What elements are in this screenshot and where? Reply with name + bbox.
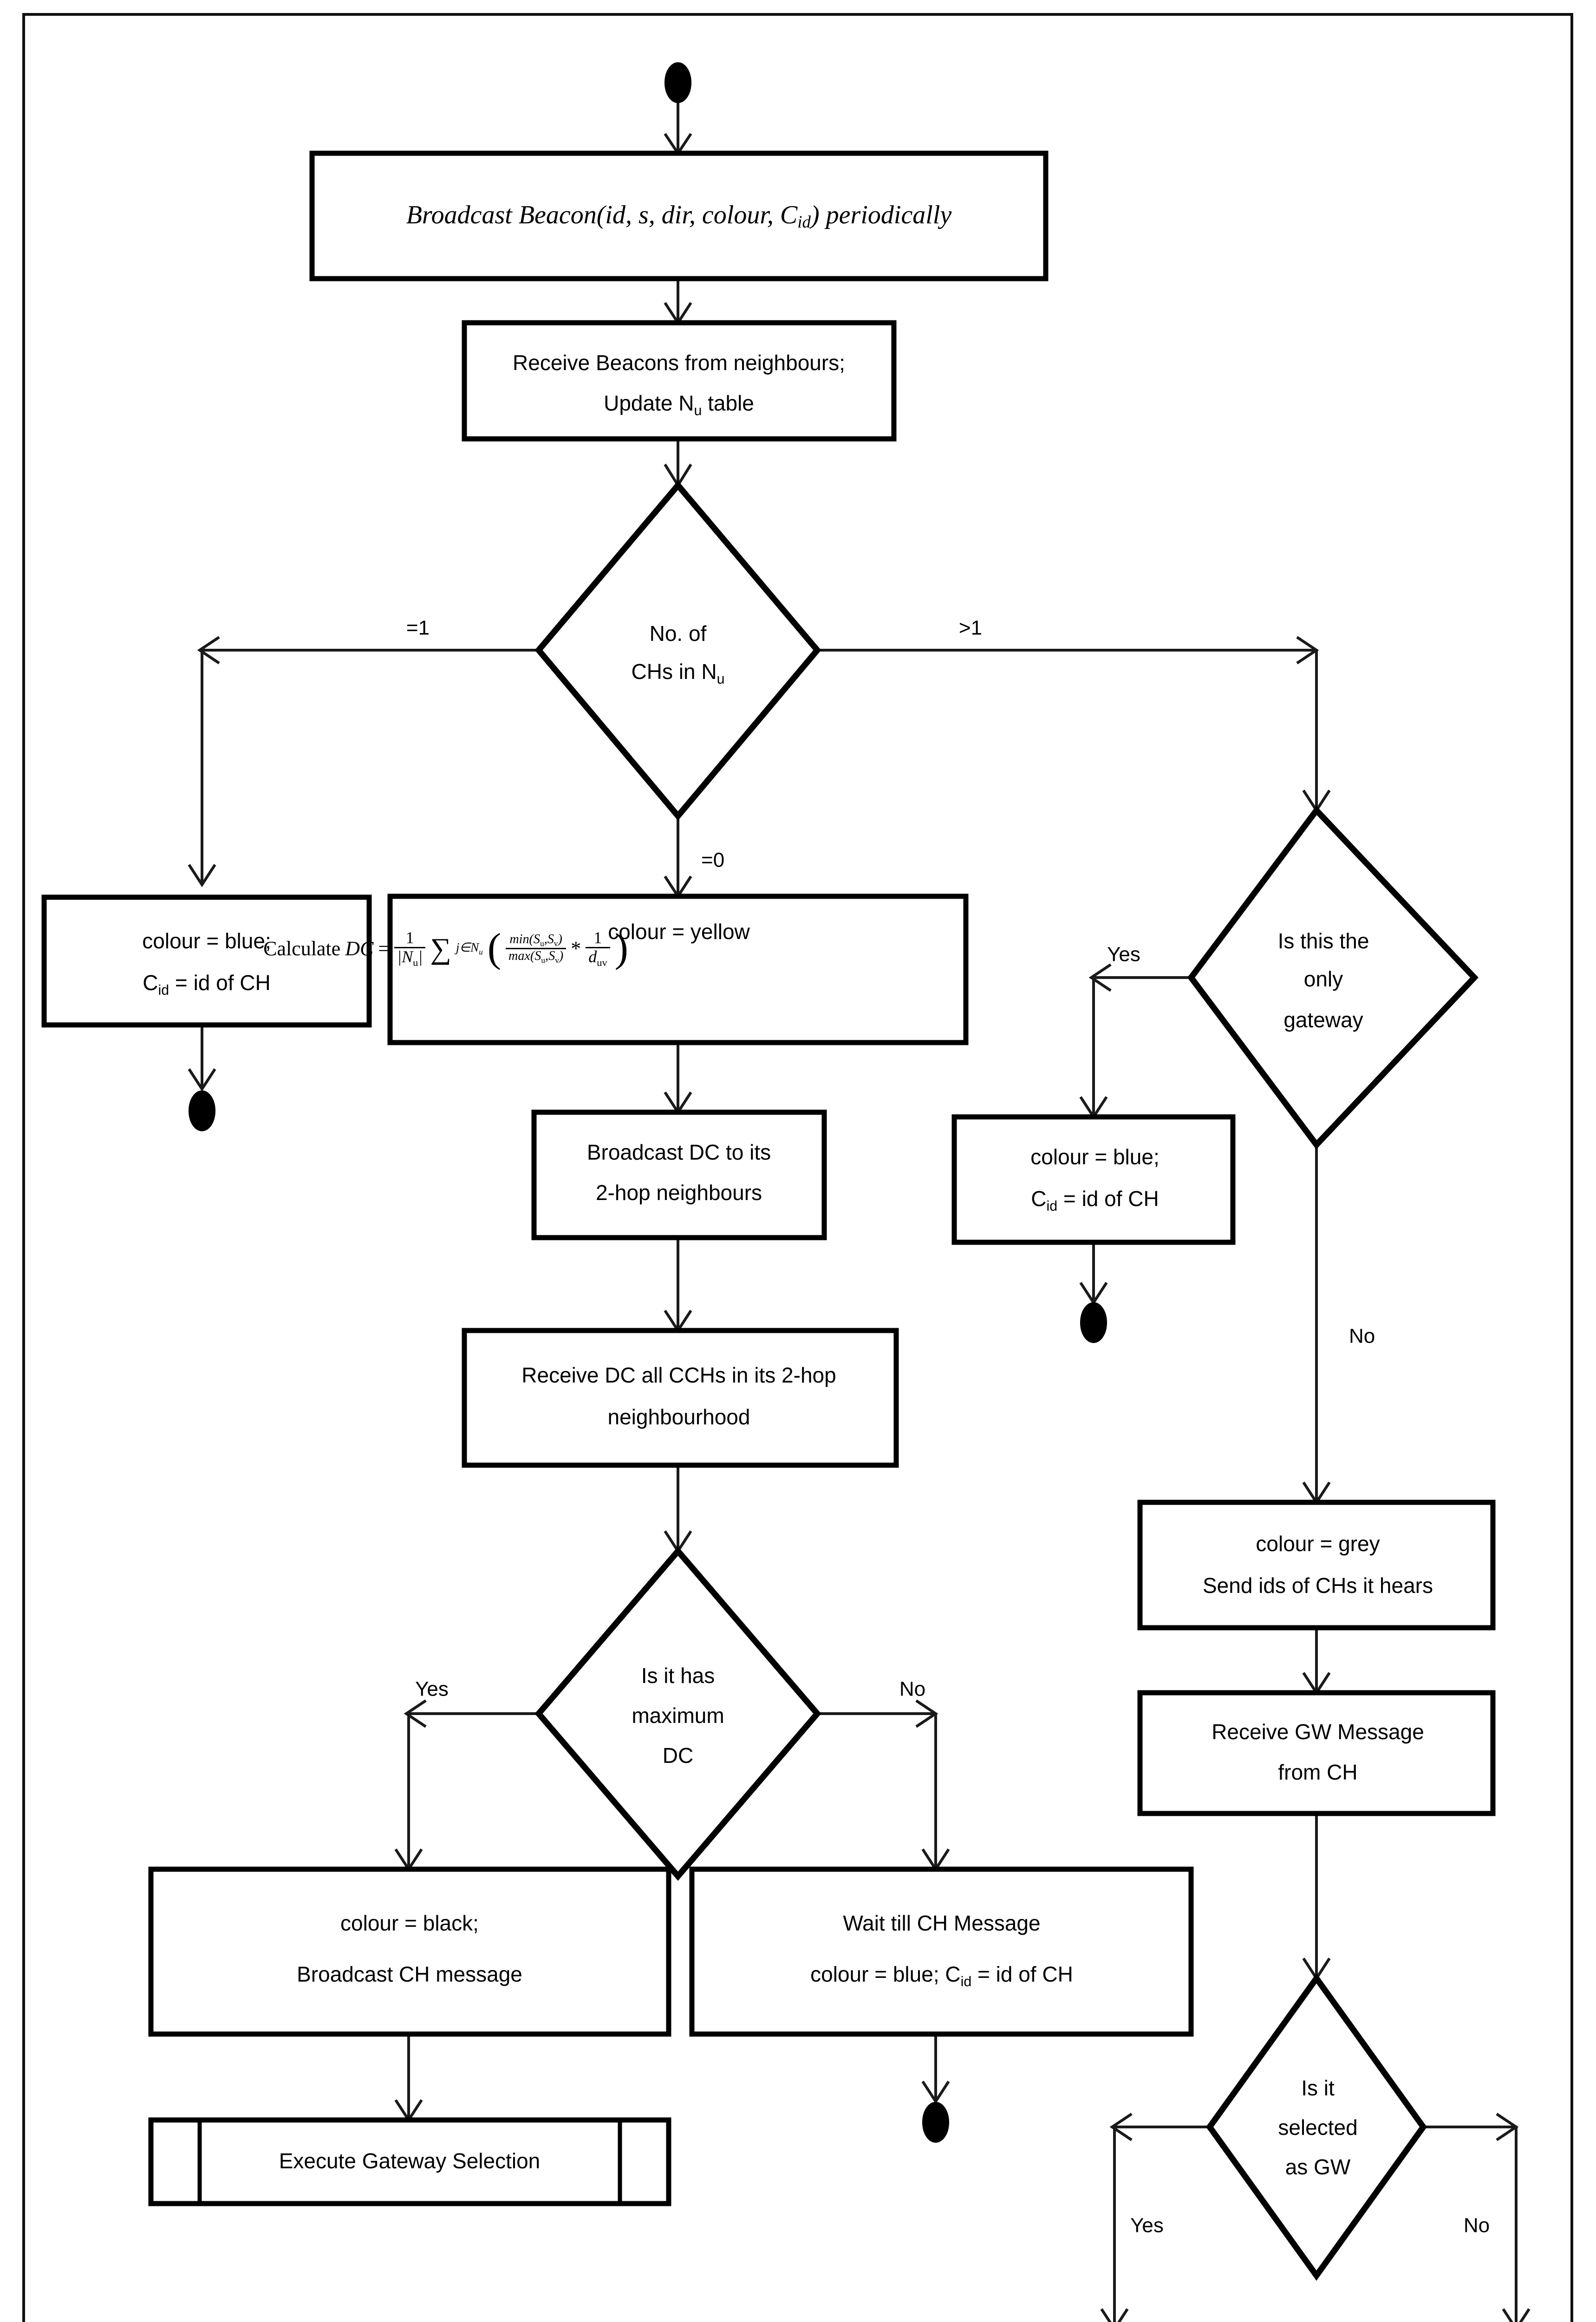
node-receive-beacons: Receive Beacons from neighbours; Update … xyxy=(462,320,897,442)
decision-ch-count-line2: CHs in Nu xyxy=(632,659,725,687)
broadcast-dc-line2: 2-hop neighbours xyxy=(596,1181,762,1205)
node-calculate-dc: colour = yellow xyxy=(387,894,969,1045)
node-wait-ch-message: Wait till CH Message colour = blue; Cid … xyxy=(689,1866,1194,2037)
receive-gw-message-line2: from CH xyxy=(1278,1760,1357,1784)
node-colour-grey: colour = grey Send ids of CHs it hears xyxy=(1137,1500,1496,1631)
receive-beacons-line2: Update Nu table xyxy=(604,391,754,418)
decision-selected-gw-line3: as GW xyxy=(1285,2155,1351,2179)
receive-dc-line1: Receive DC all CCHs in its 2-hop xyxy=(521,1363,836,1387)
broadcast-dc-line1: Broadcast DC to its xyxy=(587,1140,771,1164)
execute-gateway-selection-label: Execute Gateway Selection xyxy=(279,2149,541,2173)
wait-ch-message-line2: colour = blue; Cid = id of CH xyxy=(810,1962,1073,1989)
colour-blue-mid-line2: Cid = id of CH xyxy=(1031,1187,1159,1214)
edge-label-eq0: =0 xyxy=(701,849,724,872)
node-colour-black: colour = black; Broadcast CH message xyxy=(148,1866,671,2037)
decision-only-gateway-line2: only xyxy=(1304,967,1343,991)
node-broadcast-dc: Broadcast DC to its 2-hop neighbours xyxy=(531,1109,827,1240)
node-decision-only-gateway: Is this the only gateway xyxy=(1187,805,1479,1150)
node-broadcast-beacon: Broadcast Beacon(id, s, dir, colour, Cid… xyxy=(309,150,1049,281)
edge-label-only-gateway-no: No xyxy=(1349,1325,1375,1348)
broadcast-beacon-label: Broadcast Beacon(id, s, dir, colour, Cid… xyxy=(406,201,952,232)
end-terminator-left xyxy=(189,1090,215,1131)
node-receive-dc: Receive DC all CCHs in its 2-hop neighbo… xyxy=(462,1328,899,1468)
edge-label-max-dc-yes: Yes xyxy=(415,1678,449,1701)
receive-dc-line2: neighbourhood xyxy=(608,1405,750,1429)
node-execute-gateway-selection: Execute Gateway Selection xyxy=(148,2117,671,2206)
wait-ch-message-line1: Wait till CH Message xyxy=(843,1911,1040,1935)
decision-only-gateway-line3: gateway xyxy=(1283,1008,1363,1032)
end-terminator-mid xyxy=(922,2102,949,2143)
decision-selected-gw-line2: selected xyxy=(1278,2115,1357,2139)
colour-black-line2: Broadcast CH message xyxy=(297,1962,522,1986)
decision-ch-count-line1: No. of xyxy=(650,621,707,646)
colour-blue-left-line1: colour = blue; xyxy=(142,929,271,953)
node-decision-max-dc: Is it has maximum DC xyxy=(534,1546,821,1881)
edge-label-selected-gw-yes: Yes xyxy=(1130,2214,1164,2237)
start-terminator xyxy=(664,62,691,103)
decision-max-dc-line1: Is it has xyxy=(641,1663,715,1688)
end-terminator-bottom-mid xyxy=(1080,1302,1107,1343)
colour-blue-mid-line1: colour = blue; xyxy=(1030,1145,1159,1169)
node-colour-blue-left: colour = blue; Cid = id of CH xyxy=(41,894,372,1028)
edge-label-selected-gw-no: No xyxy=(1464,2214,1490,2237)
calculate-dc-line1: colour = yellow xyxy=(608,920,750,944)
decision-selected-gw-line1: Is it xyxy=(1301,2076,1335,2100)
edge-label-gt1: >1 xyxy=(959,617,982,639)
node-receive-gw-message: Receive GW Message from CH xyxy=(1137,1690,1496,1816)
colour-grey-line1: colour = grey xyxy=(1256,1532,1380,1556)
node-decision-ch-count: No. of CHs in Nu xyxy=(534,480,821,821)
decision-only-gateway-line1: Is this the xyxy=(1278,929,1369,953)
receive-beacons-line1: Receive Beacons from neighbours; xyxy=(513,351,845,375)
node-decision-selected-gw: Is it selected as GW xyxy=(1205,1973,1427,2281)
colour-black-line1: colour = black; xyxy=(340,1911,479,1935)
colour-grey-line2: Send ids of CHs it hears xyxy=(1203,1573,1433,1598)
edge-label-max-dc-no: No xyxy=(899,1678,925,1701)
node-colour-blue-mid: colour = blue; Cid = id of CH xyxy=(951,1114,1236,1245)
edges xyxy=(188,100,1531,2322)
colour-blue-left-line2: Cid = id of CH xyxy=(143,971,270,998)
edge-label-only-gateway-yes: Yes xyxy=(1107,943,1140,966)
edge-label-eq1: =1 xyxy=(406,617,430,639)
decision-max-dc-line3: DC xyxy=(663,1743,693,1768)
receive-gw-message-line1: Receive GW Message xyxy=(1212,1720,1424,1744)
decision-max-dc-line2: maximum xyxy=(632,1703,724,1728)
